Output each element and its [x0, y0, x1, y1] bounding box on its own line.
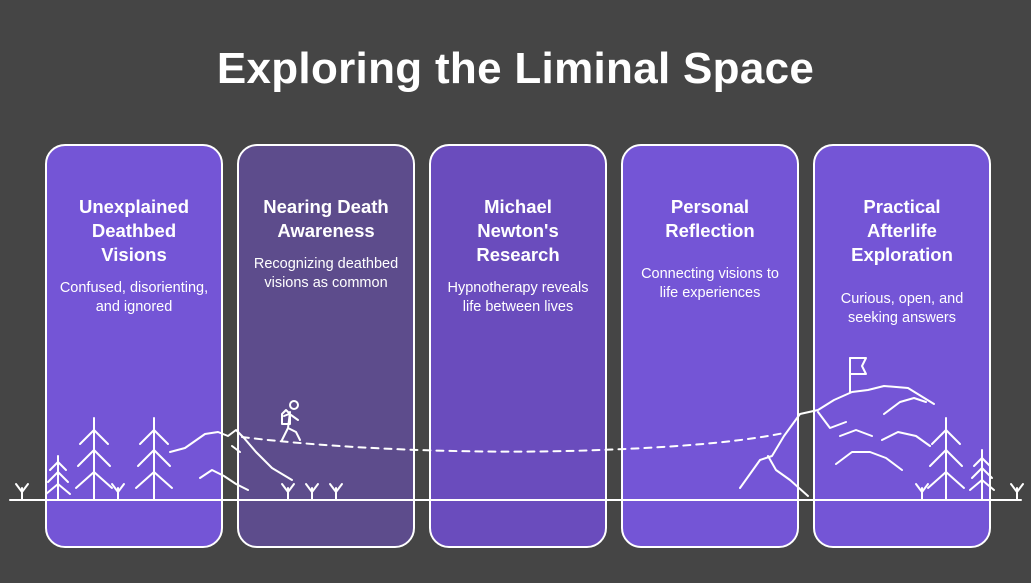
stage-description: Connecting visions to life experiences	[641, 266, 779, 301]
grass-icon	[1010, 483, 1024, 501]
stage-card-unexplained-deathbed-visions: Unexplained Deathbed Visions Confused, d…	[45, 144, 223, 548]
stage-heading: Personal Reflection	[665, 196, 755, 241]
stage-heading: Practical Afterlife Exploration	[851, 196, 953, 265]
stage-card-personal-reflection: Personal Reflection Connecting visions t…	[621, 144, 799, 548]
grass-icon	[15, 483, 29, 501]
stage-description: Hypnotherapy reveals life between lives	[447, 280, 589, 315]
stage-description: Confused, disorienting, and ignored	[59, 280, 209, 315]
stage-card-practical-afterlife-exploration: Practical Afterlife Exploration Curious,…	[813, 144, 991, 548]
stage-card-nearing-death-awareness: Nearing Death Awareness Recognizing deat…	[237, 144, 415, 548]
stage-description: Curious, open, and seeking answers	[840, 291, 964, 326]
page-title: Exploring the Liminal Space	[216, 44, 815, 93]
stage-heading: Unexplained Deathbed Visions	[79, 196, 189, 265]
stage-heading: Nearing Death Awareness	[263, 196, 389, 241]
stage-heading: Michael Newton's Research	[476, 196, 560, 265]
stage-card-michael-newtons-research: Michael Newton's Research Hypnotherapy r…	[429, 144, 607, 548]
stage-description: Recognizing deathbed visions as common	[253, 256, 399, 291]
